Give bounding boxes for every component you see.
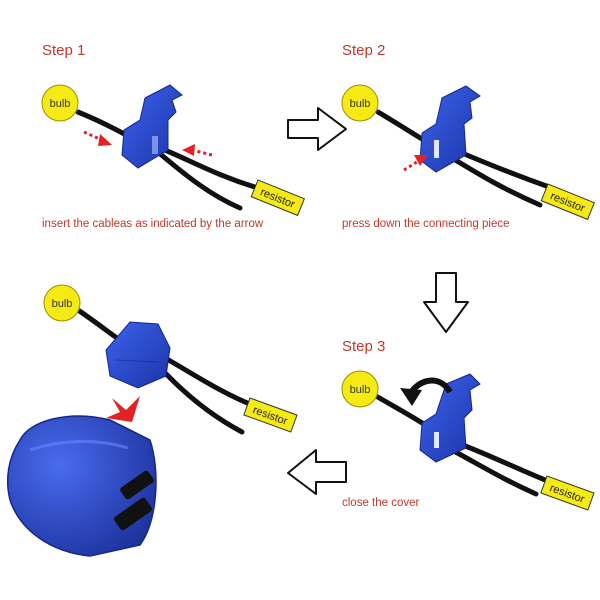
step3-connector (419, 373, 481, 463)
step2-caption: press down the connecting piece (342, 218, 510, 230)
step3-bulb: bulb (341, 370, 379, 408)
arrow-left-icon (287, 449, 347, 495)
step2-bulb: bulb (341, 84, 379, 122)
final-resistor: resistor (243, 397, 298, 433)
svg-text:bulb: bulb (52, 298, 73, 310)
final-illustration: bulb resistor (6, 284, 298, 557)
connector-closeup (6, 415, 157, 557)
step1-extra-wire (155, 149, 243, 211)
step1-connector (121, 84, 183, 169)
step1-resistor-wire (157, 145, 261, 191)
step2-connector (419, 85, 481, 173)
step3-title: Step 3 (342, 338, 386, 355)
red-dashed-arrow-icon (182, 144, 213, 157)
red-dashed-arrow-icon (403, 155, 428, 172)
step2-resistor: resistor (540, 183, 596, 221)
red-arrow-icon (106, 396, 140, 422)
svg-text:bulb: bulb (350, 98, 371, 110)
arrow-right-icon (287, 107, 347, 151)
step1-bulb: bulb (41, 84, 79, 122)
step2-title: Step 2 (342, 42, 386, 59)
step1-resistor: resistor (250, 179, 306, 217)
step1-caption: insert the cableas as indicated by the a… (42, 218, 264, 230)
curved-arrow-icon (400, 377, 453, 406)
step1-illustration: bulb resistor (41, 84, 306, 217)
step1-bulb-label: bulb (50, 98, 71, 110)
final-connector (105, 321, 171, 389)
step3-illustration: bulb resistor (341, 370, 595, 511)
arrow-down-icon (423, 272, 469, 333)
step2-illustration: bulb resistor (341, 84, 596, 221)
step1-title: Step 1 (42, 42, 86, 59)
final-bulb: bulb (43, 284, 81, 322)
step3-resistor: resistor (540, 475, 595, 511)
step3-caption: close the cover (342, 497, 420, 509)
svg-text:bulb: bulb (350, 384, 371, 396)
red-dashed-arrow-icon (83, 130, 112, 146)
